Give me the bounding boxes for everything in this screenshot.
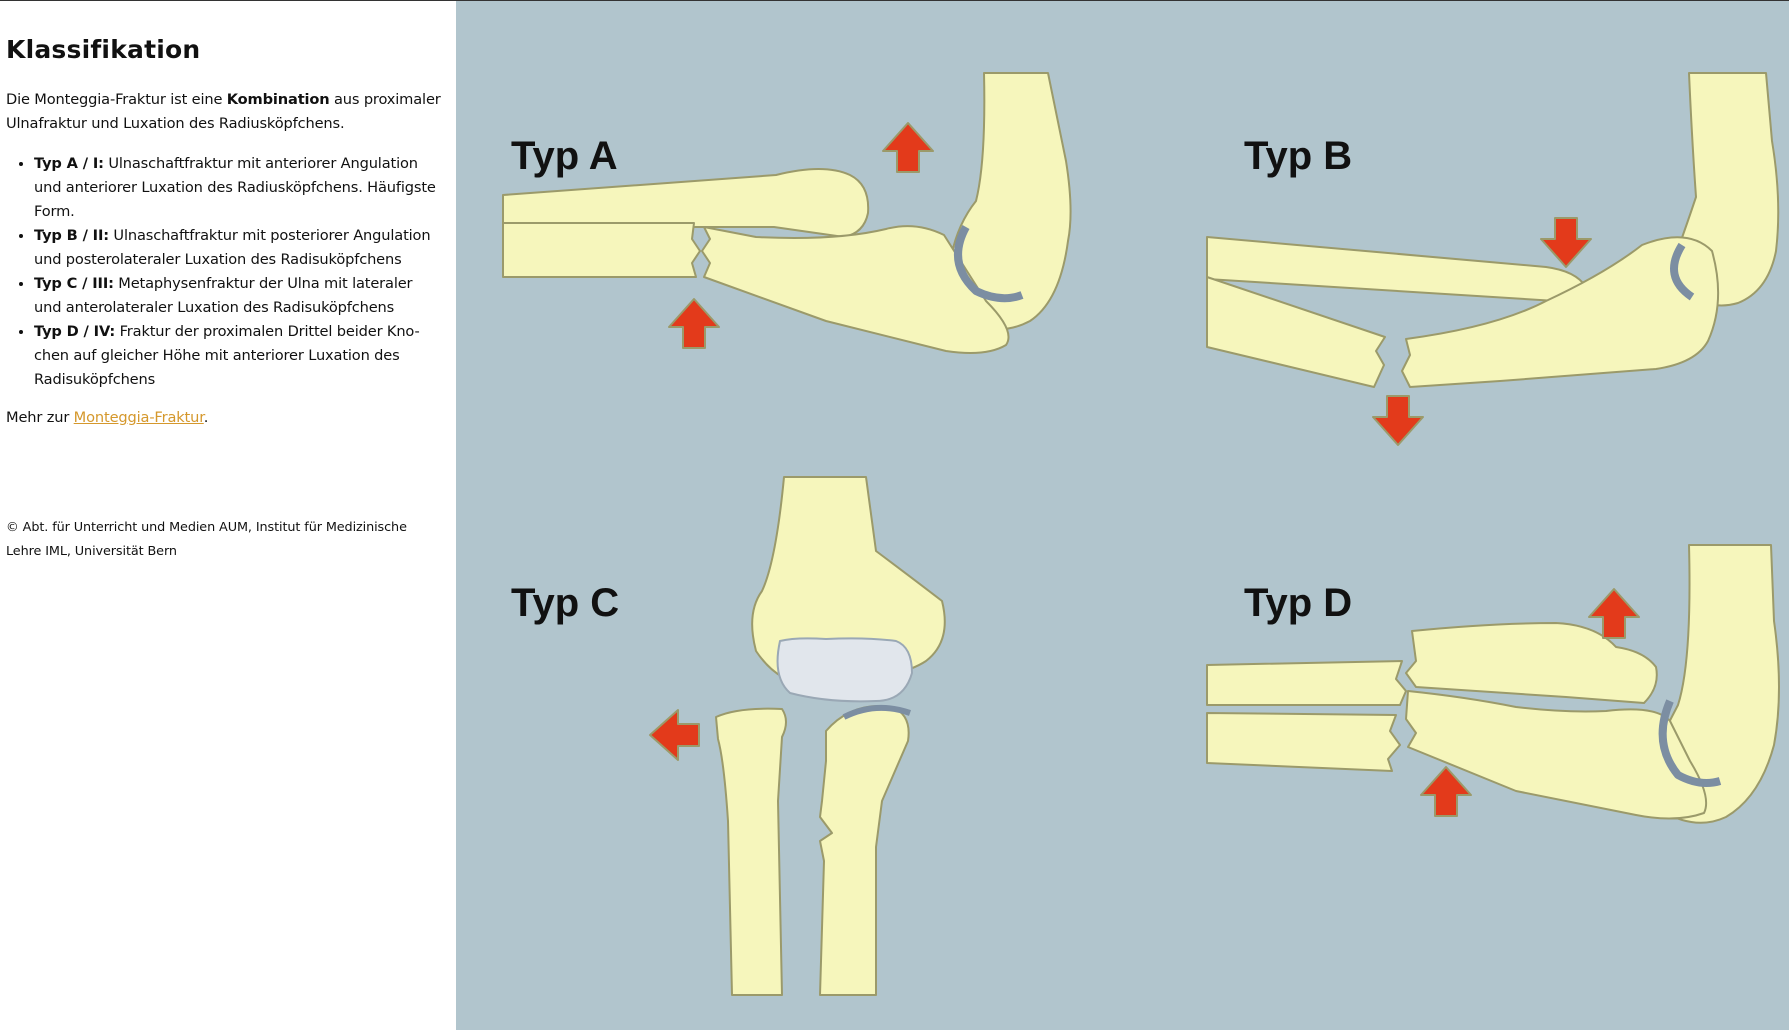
intro-text-1: Die Monteggia-Fraktur ist eine [6, 91, 227, 108]
type-list: Typ A / I: Ulnaschaftfraktur mit anterio… [6, 152, 442, 392]
sidebar: Klassifikation Die Monteggia-Fraktur ist… [0, 1, 456, 1030]
type-label: Typ B / II: [34, 227, 109, 244]
type-a-label: Typ A [511, 134, 618, 178]
type-b-diagram [1206, 72, 1780, 446]
intro-text-2: aus proximaler Ulnafraktur und Luxation … [6, 91, 441, 132]
type-d-arrow-up-icon [1588, 588, 1640, 639]
type-a-diagram [502, 72, 1072, 354]
page-title: Klassifikation [6, 35, 201, 64]
monteggia-illustration: Typ A Typ B Typ C Typ D [456, 1, 1789, 1030]
type-b-arrow-down-icon [1540, 217, 1592, 268]
type-b-label: Typ B [1244, 134, 1352, 178]
list-item-type-d: Typ D / IV: Fraktur der proximalen Dritt… [34, 320, 442, 392]
type-a-arrow-up-icon [882, 122, 934, 173]
top-border [0, 0, 1789, 1]
type-description: Fraktur der proximalen Drittel beider Kn… [34, 323, 420, 388]
type-c-label: Typ C [511, 581, 619, 625]
list-item-type-c: Typ C / III: Metaphysenfraktur der Ulna … [34, 272, 442, 320]
type-description: Metaphysenfraktur der Ulna mit lateraler… [34, 275, 413, 316]
type-c-diagram [649, 476, 946, 996]
monteggia-link[interactable]: Monteggia-Fraktur [73, 409, 204, 426]
type-a-arrow-up-lower-icon [668, 298, 720, 349]
copyright-notice: © Abt. für Unterricht und Medien AUM, In… [6, 520, 407, 559]
type-b-arrow-down-lower-icon [1372, 395, 1424, 446]
type-d-diagram [1206, 544, 1780, 824]
more-prefix: Mehr zur [6, 409, 74, 426]
more-paragraph: Mehr zur Monteggia-Fraktur. [6, 406, 442, 430]
type-description: Ulnaschaftfraktur mit anteriorer Angulat… [34, 155, 436, 220]
intro-paragraph: Die Monteggia-Fraktur ist eine Kombinati… [6, 88, 442, 136]
type-label: Typ C / III: [34, 275, 114, 292]
list-item-type-b: Typ B / II: Ulnaschaftfraktur mit poster… [34, 224, 442, 272]
type-label: Typ D / IV: [34, 323, 116, 340]
type-c-arrow-left-icon [649, 709, 700, 761]
more-suffix: . [203, 409, 209, 426]
intro-bold: Kombination [226, 91, 330, 108]
illustration-svg: Typ A Typ B Typ C Typ D [502, 72, 1780, 996]
type-d-label: Typ D [1244, 581, 1352, 625]
list-item-type-a: Typ A / I: Ulnaschaftfraktur mit anterio… [34, 152, 442, 224]
type-label: Typ A / I: [34, 155, 104, 172]
type-d-arrow-up-lower-icon [1420, 766, 1472, 817]
type-description: Ulnaschaftfraktur mit posteriorer Angula… [34, 227, 431, 268]
